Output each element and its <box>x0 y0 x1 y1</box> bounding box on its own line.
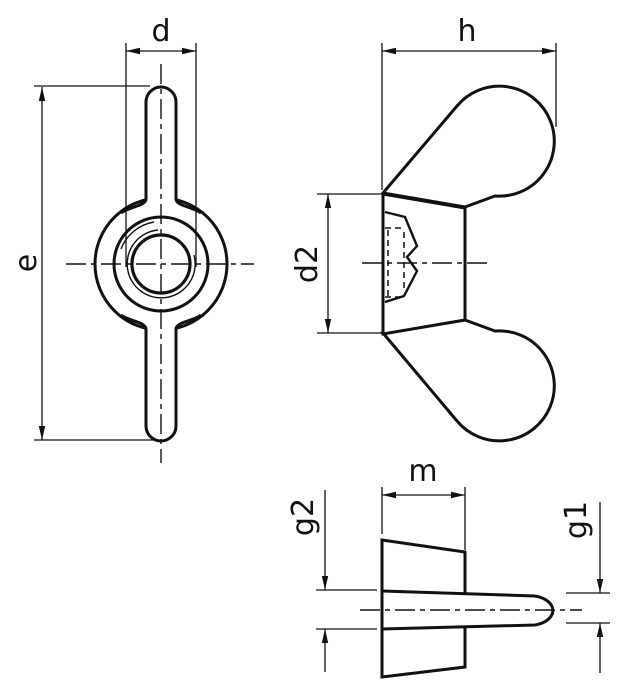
dimension-h: h <box>381 14 557 190</box>
side-view: h d2 <box>290 14 557 443</box>
dimension-g2-arrowheads <box>321 576 329 643</box>
dimension-m: m <box>381 454 466 550</box>
dimension-d-arrowheads <box>126 47 196 55</box>
front-fillet-arc <box>120 221 155 250</box>
dimension-e: e <box>9 85 158 441</box>
side-bottom-wing <box>380 318 556 443</box>
dimension-g1-arrowheads <box>596 579 604 637</box>
dimension-label-h: h <box>457 14 476 49</box>
dimension-g1-extension-lines <box>566 592 610 624</box>
dimension-label-g2: g2 <box>286 498 321 536</box>
dimension-d: d <box>125 14 197 267</box>
dimension-g2: g2 <box>286 490 377 672</box>
front-view: d e <box>9 14 254 463</box>
side-top-wing <box>380 84 556 209</box>
side-body <box>381 192 467 336</box>
dimension-e-extension-lines <box>34 85 158 441</box>
dimension-g1: g1 <box>559 501 610 673</box>
front-thread-arc <box>126 229 196 299</box>
dimension-label-d: d <box>151 14 170 49</box>
front-top-wing-outline <box>120 85 202 215</box>
dimension-label-m: m <box>408 454 437 489</box>
dimension-h-extension-lines <box>381 43 557 190</box>
bottom-view: m g2 g1 <box>286 454 610 679</box>
side-thread-chamfer-profile <box>384 210 419 304</box>
dimension-g2-extension-lines <box>316 589 377 630</box>
dimension-d2-arrowheads <box>324 194 332 333</box>
dimension-label-g1: g1 <box>559 501 594 539</box>
dimension-d2: d2 <box>290 193 384 334</box>
dimension-d-extension-lines <box>125 43 197 267</box>
dimension-label-d2: d2 <box>290 245 325 283</box>
front-top-wing-mask <box>121 87 201 222</box>
dimension-label-e: e <box>9 254 44 272</box>
